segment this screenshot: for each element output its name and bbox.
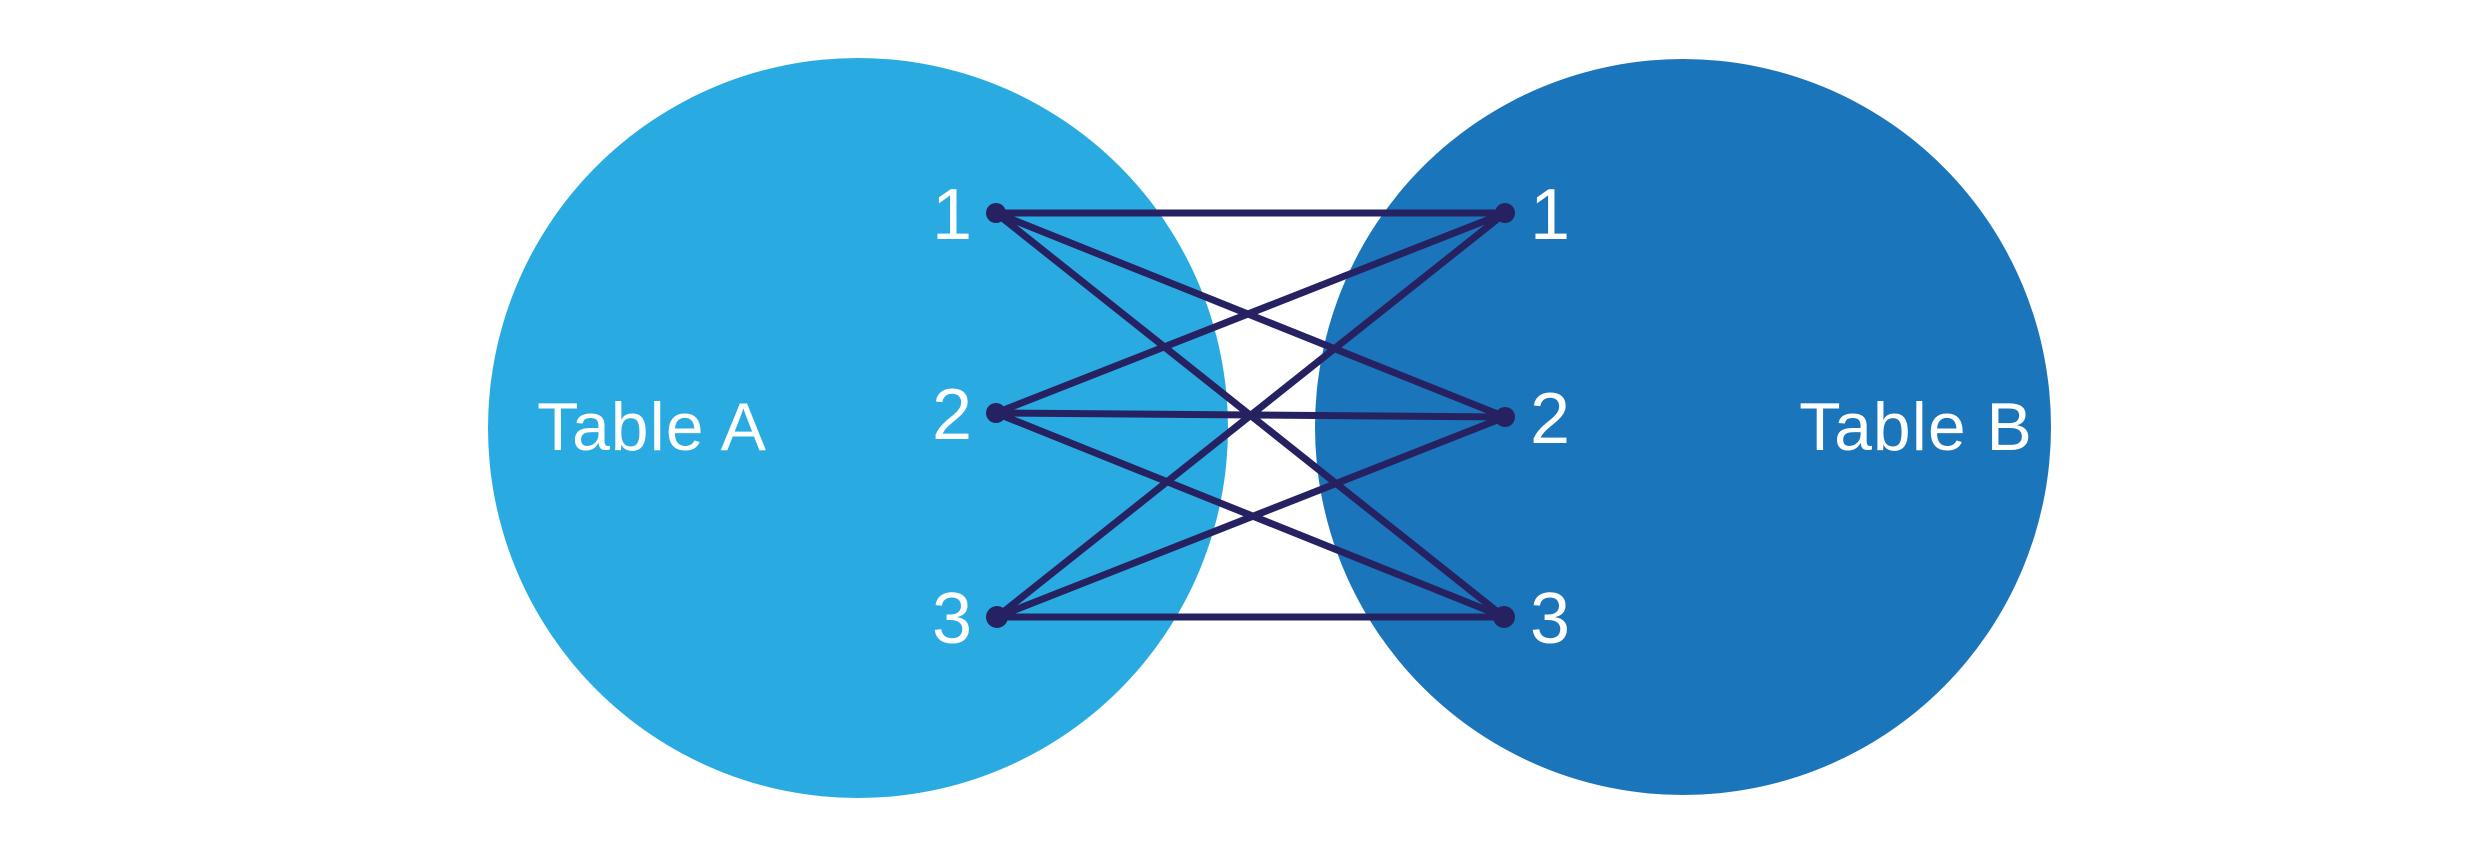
table-b-node-1-label: 1 xyxy=(1530,175,1570,255)
connection-line-A3-B2 xyxy=(993,413,1509,621)
table-a-label: Table A xyxy=(537,389,767,465)
connection-lines xyxy=(992,209,1509,621)
table-b-node-1-dot xyxy=(1495,203,1515,223)
table-a-node-1-dot xyxy=(986,203,1006,223)
connection-line-A2-B1 xyxy=(992,209,1509,417)
connection-line-A3-B1 xyxy=(993,209,1509,621)
table-b-node-2-label: 2 xyxy=(1530,379,1570,459)
table-a-node-3-dot xyxy=(986,606,1008,628)
table-a-node-3-label: 3 xyxy=(932,579,972,659)
table-b-node-2-dot xyxy=(1495,407,1515,427)
table-b-label: Table B xyxy=(1799,389,2033,465)
table-b-node-3-label: 3 xyxy=(1530,579,1570,659)
table-a-node-2-dot xyxy=(986,403,1006,423)
table-a-node-1-label: 1 xyxy=(932,175,972,255)
table-a-node-2-label: 2 xyxy=(932,375,972,455)
table-a-circle xyxy=(488,58,1228,798)
table-b-node-3-dot xyxy=(1493,606,1515,628)
